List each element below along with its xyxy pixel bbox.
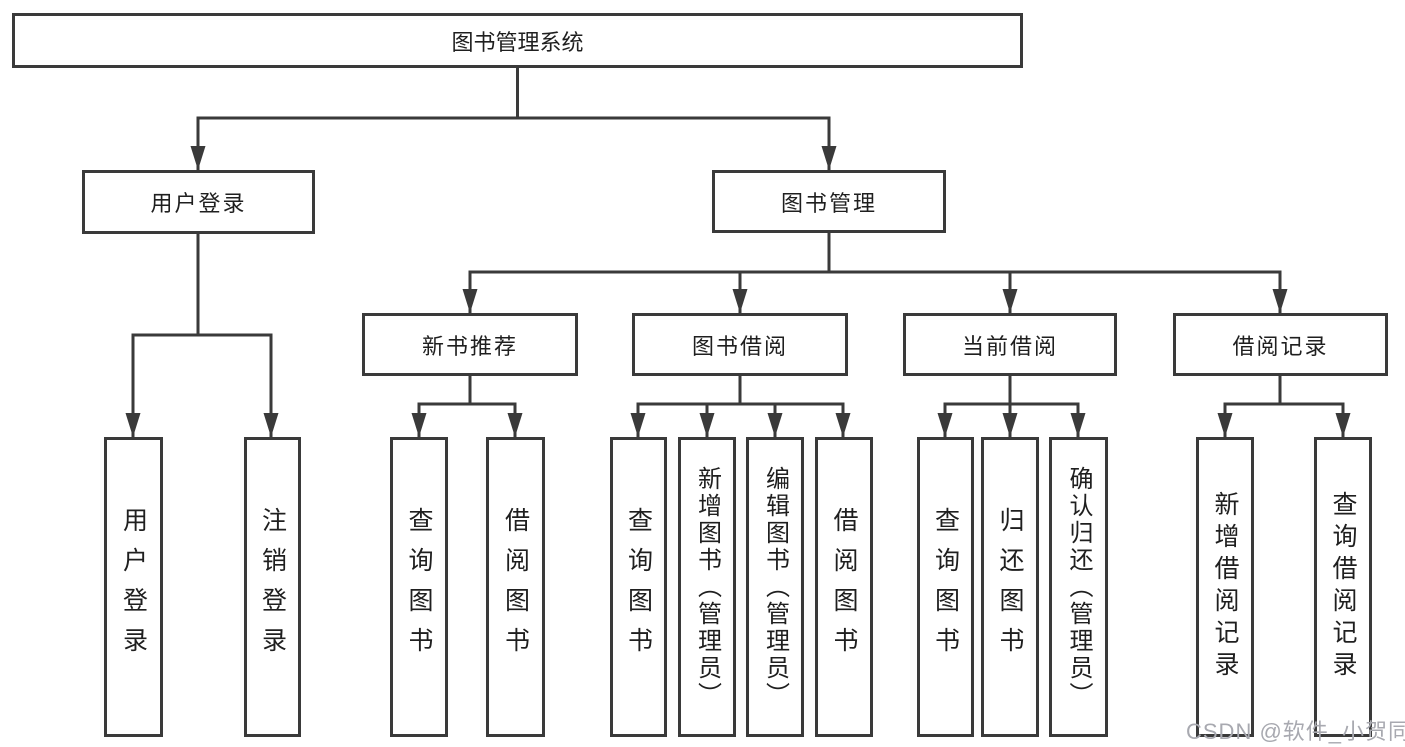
- leaf-add-books-admin: 新增图书（管理员）: [678, 437, 736, 737]
- leaf-query-books-current: 查询图书: [917, 437, 974, 737]
- leaf-label: 用户登录: [119, 507, 148, 667]
- leaf-label: 确认归还（管理员）: [1065, 465, 1092, 709]
- leaf-label: 查询图书: [405, 507, 433, 667]
- node-book-management: 图书管理: [712, 170, 946, 233]
- leaf-label: 编辑图书（管理员）: [761, 465, 789, 709]
- node-current-borrow-label: 当前借阅: [961, 333, 1058, 359]
- leaf-edit-books-admin: 编辑图书（管理员）: [746, 437, 804, 737]
- leaf-confirm-return-admin: 确认归还（管理员）: [1049, 437, 1108, 737]
- leaf-add-borrow-record: 新增借阅记录: [1196, 437, 1254, 737]
- leaf-label: 查询图书: [624, 507, 653, 667]
- node-user-login: 用户登录: [82, 170, 315, 234]
- leaf-label: 归还图书: [996, 507, 1024, 667]
- node-user-login-label: 用户登录: [150, 191, 247, 216]
- leaf-label: 借阅图书: [830, 507, 858, 667]
- leaf-label: 注销登录: [258, 507, 287, 667]
- node-root-label: 图书管理系统: [451, 29, 584, 55]
- node-current-borrow: 当前借阅: [903, 313, 1117, 376]
- csdn-watermark: CSDN @软件_小贺同学: [1186, 719, 1405, 744]
- leaf-user-login: 用户登录: [104, 437, 163, 737]
- leaf-borrow-books: 借阅图书: [815, 437, 873, 737]
- leaf-query-books-borrow: 查询图书: [610, 437, 667, 737]
- node-root-system: 图书管理系统: [12, 13, 1023, 68]
- node-new-book-recommend: 新书推荐: [362, 313, 578, 376]
- leaf-label: 查询借阅记录: [1329, 491, 1357, 683]
- leaf-label: 新增图书（管理员）: [693, 465, 721, 709]
- node-borrow-records-label: 借阅记录: [1232, 333, 1329, 359]
- leaf-label: 查询图书: [931, 507, 960, 667]
- node-book-management-label: 图书管理: [780, 190, 877, 216]
- leaf-query-books-recommend: 查询图书: [390, 437, 448, 737]
- leaf-label: 借阅图书: [501, 507, 530, 667]
- leaf-return-books: 归还图书: [981, 437, 1039, 737]
- node-borrow-records: 借阅记录: [1173, 313, 1388, 376]
- node-book-borrow: 图书借阅: [632, 313, 848, 376]
- node-book-borrow-label: 图书借阅: [691, 333, 788, 359]
- leaf-logout: 注销登录: [244, 437, 301, 737]
- node-new-book-recommend-label: 新书推荐: [421, 333, 518, 359]
- leaf-borrow-books-recommend: 借阅图书: [486, 437, 545, 737]
- leaf-label: 新增借阅记录: [1211, 491, 1239, 683]
- leaf-query-borrow-record: 查询借阅记录: [1314, 437, 1372, 737]
